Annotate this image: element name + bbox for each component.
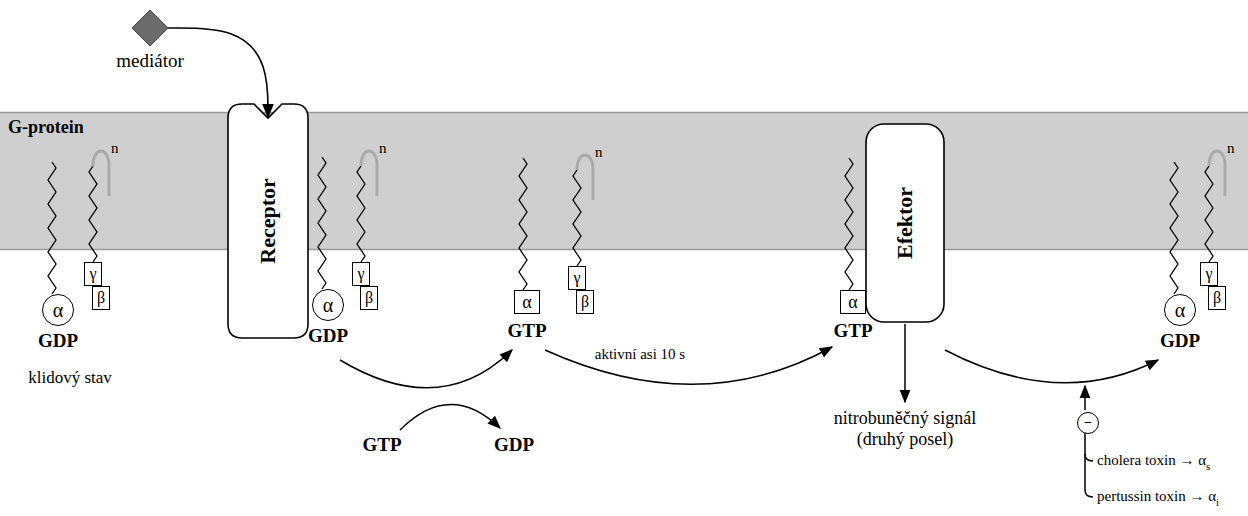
nucleotide-label: GTP bbox=[362, 434, 401, 456]
mediator-diamond-label: mediátor bbox=[116, 51, 184, 70]
beta-subunit: β bbox=[576, 290, 594, 314]
membrane-band: G-protein bbox=[0, 112, 1248, 250]
beta-subunit-label: β bbox=[581, 294, 589, 310]
mediator-diamond: mediátor bbox=[132, 10, 168, 46]
cycle-arrow bbox=[545, 347, 832, 384]
membrane-band bbox=[0, 112, 1248, 250]
lipid-anchor bbox=[48, 162, 56, 294]
beta-subunit-label: β bbox=[1213, 290, 1221, 306]
gamma-subunit-label: γ bbox=[357, 266, 364, 282]
lipid-anchor bbox=[519, 158, 527, 290]
gamma-subunit: γ bbox=[1200, 262, 1218, 286]
mediator-shape bbox=[132, 10, 168, 46]
subscript: i bbox=[1216, 496, 1219, 509]
gamma-anchor bbox=[89, 151, 109, 262]
effector: Efektor bbox=[866, 124, 944, 322]
nucleotide-label: GDP bbox=[1160, 330, 1200, 352]
alpha-subunit-label: α bbox=[323, 295, 333, 315]
state-note: klidový stav bbox=[28, 368, 112, 388]
alpha-subunit: α bbox=[840, 290, 866, 314]
signal-arrow bbox=[904, 324, 906, 402]
exchange-arrow bbox=[340, 350, 512, 388]
receptor-label: Receptor bbox=[257, 178, 279, 264]
inhibition-sign: − bbox=[1077, 412, 1099, 434]
membrane-edge bbox=[0, 112, 1248, 114]
beta-subunit-label: β bbox=[97, 290, 105, 306]
nucleotide-label: GDP bbox=[494, 434, 534, 456]
alpha-subunit-label: α bbox=[848, 293, 857, 311]
beta-subunit: β bbox=[360, 286, 378, 310]
leader-line bbox=[1085, 454, 1093, 497]
second-messenger-note: nitrobuněčný signál (druhý posel) bbox=[820, 408, 990, 449]
effector-label: Efektor bbox=[894, 187, 916, 259]
exchange-arrow bbox=[400, 404, 500, 430]
lipid-anchor bbox=[1170, 162, 1178, 294]
inhibition-sign-label: − bbox=[1084, 416, 1092, 430]
alpha-subunit: α bbox=[1164, 294, 1196, 326]
gamma-subunit: γ bbox=[352, 262, 370, 286]
toxin-note: cholera toxin → α bbox=[1097, 452, 1206, 469]
nucleotide-label: GTP bbox=[833, 320, 872, 342]
membrane-band-label: G-protein bbox=[8, 118, 84, 136]
repeat-mark: n bbox=[111, 140, 119, 157]
repeat-mark: n bbox=[595, 144, 603, 161]
cycle-arrow bbox=[945, 350, 1158, 383]
nucleotide-label: GDP bbox=[38, 330, 78, 352]
gamma-subunit: γ bbox=[568, 266, 586, 290]
gamma-subunit-label: γ bbox=[1205, 266, 1212, 282]
alpha-subunit-label: α bbox=[53, 300, 63, 320]
gamma-subunit-label: γ bbox=[573, 270, 580, 286]
beta-subunit: β bbox=[1208, 286, 1226, 310]
gamma-subunit-label: γ bbox=[89, 266, 96, 282]
mediator-diamond-outline bbox=[132, 10, 168, 46]
lipid-anchor bbox=[845, 158, 853, 290]
alpha-subunit: α bbox=[514, 290, 540, 314]
alpha-subunit: α bbox=[312, 289, 344, 321]
gamma-subunit: γ bbox=[84, 262, 102, 286]
nucleotide-label: GTP bbox=[507, 320, 546, 342]
subscript: s bbox=[1206, 460, 1210, 473]
repeat-mark: n bbox=[379, 140, 387, 157]
nucleotide-label: GDP bbox=[308, 325, 348, 347]
receptor-shape bbox=[228, 104, 308, 338]
lipid-anchor bbox=[318, 157, 326, 289]
duration-note: aktivní asi 10 s bbox=[595, 346, 685, 363]
effector-shape bbox=[866, 124, 944, 322]
repeat-mark: n bbox=[1227, 140, 1235, 157]
gamma-anchor bbox=[357, 151, 377, 262]
beta-subunit: β bbox=[92, 286, 110, 310]
toxin-note: pertussin toxin → α bbox=[1097, 488, 1216, 505]
receptor: Receptor bbox=[228, 104, 308, 338]
alpha-subunit: α bbox=[42, 294, 74, 326]
inhibition-arrow bbox=[1084, 386, 1086, 410]
membrane-edge bbox=[0, 249, 1248, 251]
gamma-anchor bbox=[573, 155, 593, 266]
gamma-anchor bbox=[1205, 151, 1225, 262]
alpha-subunit-label: α bbox=[1175, 300, 1185, 320]
beta-subunit-label: β bbox=[365, 290, 373, 306]
alpha-subunit-label: α bbox=[522, 293, 531, 311]
